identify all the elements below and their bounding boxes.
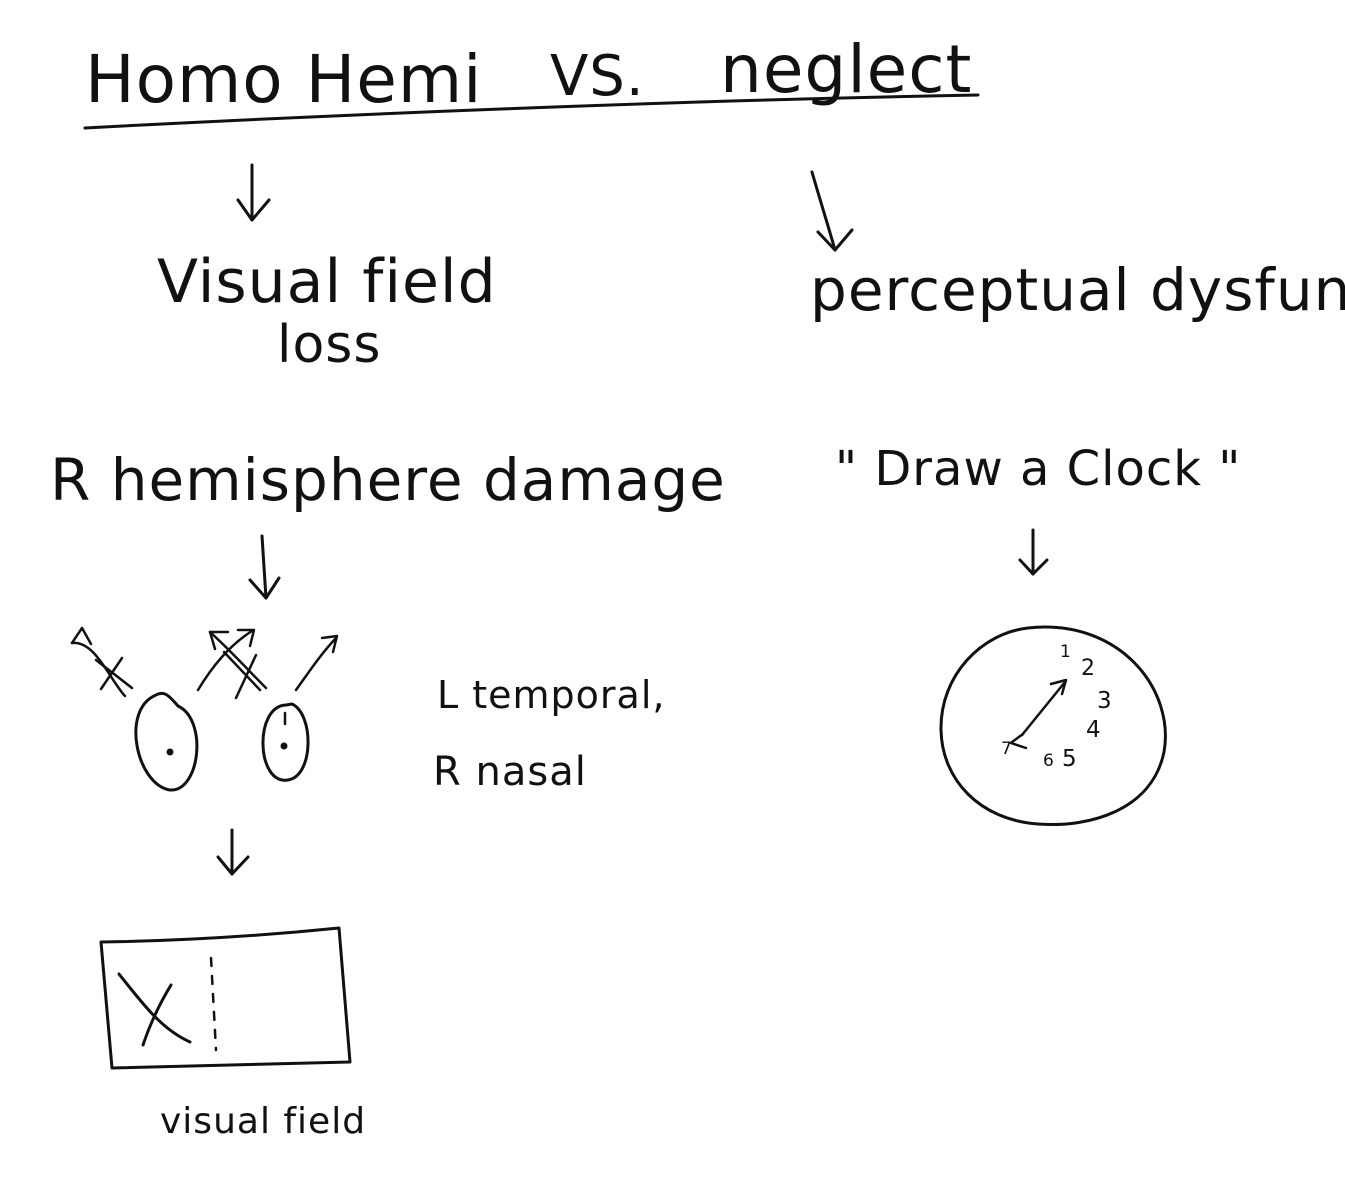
perceptual-dysfunction-label: perceptual dysfunction [810,256,1345,324]
left-temporal-block-icon [94,656,134,691]
clock-number-3: 3 [1097,688,1113,714]
visual-field-loss-line1: Visual field [157,247,497,317]
clock-hand-icon [1020,680,1067,737]
left-nasal-path [196,629,254,692]
title-underline [83,93,980,130]
title-group: Homo Hemi VS. neglect [83,31,980,130]
left-temporal-path [70,641,127,698]
draw-clock-prompt: " Draw a Clock " [835,441,1241,497]
clock-number-4: 4 [1086,717,1102,743]
clock-number-6: 6 [1043,751,1055,771]
right-nasal-block-icon [222,650,262,700]
clock-number-7: 7 [1001,739,1013,759]
clock-face-icon [939,625,1167,827]
left-eye-center-dot [166,748,174,756]
visual-field-caption: visual field [160,1101,366,1142]
r-nasal-label: R nasal [433,749,587,795]
cause-down-arrow-icon [248,534,281,600]
right-temporal-path [294,636,338,692]
l-temporal-label: L temporal, [437,673,665,717]
clock-number-1: 1 [1060,642,1072,662]
visual-field-loss-line2: loss [277,315,381,375]
left-eye-icon [134,691,199,792]
visual-field-down-arrow-icon [216,828,250,876]
left-top-arrow-icon [236,163,271,222]
title-versus: VS. [550,44,645,109]
right-top-arrow-icon [810,170,854,252]
eye-diagram [70,626,339,792]
visual-field-midline [209,956,218,1052]
neglect-clock-drawing: 1 2 3 4 5 6 7 [939,625,1167,827]
clock-number-2: 2 [1081,656,1096,681]
right-eye-icon [261,702,310,782]
clock-number-5: 5 [1062,746,1078,772]
prompt-down-arrow-icon [1018,528,1049,576]
title-left-term: Homo Hemi [85,41,483,118]
visual-field-loss-mark-icon [117,972,192,1047]
visual-field-outline [99,926,352,1070]
right-nasal-path [208,630,268,690]
r-hemisphere-damage-label: R hemisphere damage [50,446,726,514]
right-eye-center-dot [280,742,288,750]
visual-field-box [99,926,352,1070]
